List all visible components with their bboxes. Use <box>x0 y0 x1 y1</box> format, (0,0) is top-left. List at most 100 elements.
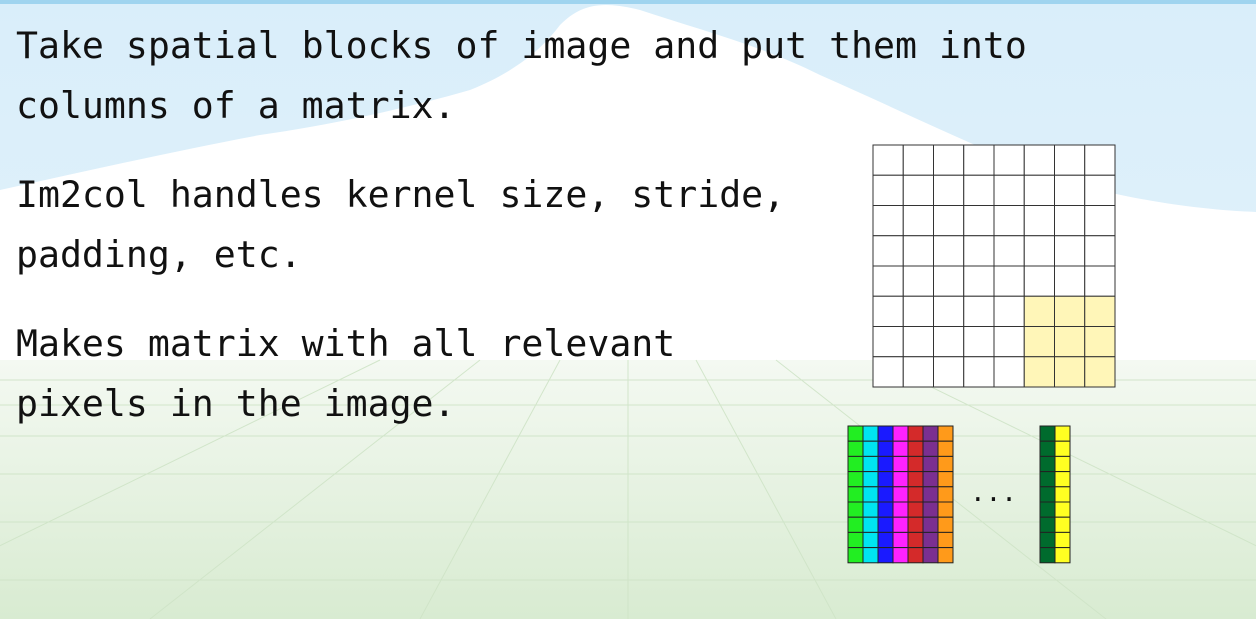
grid-cell <box>993 295 1025 327</box>
paragraph-im2col: Im2col handles kernel size, stride,paddi… <box>16 165 785 285</box>
matrix-cell <box>922 531 939 549</box>
matrix-cell <box>877 531 894 549</box>
matrix-columns <box>847 425 1071 564</box>
top-border <box>0 0 1256 4</box>
highlighted-cell <box>1054 295 1086 327</box>
grid-cell <box>1054 235 1086 267</box>
matrix-cell <box>907 440 924 457</box>
grid-cell <box>933 144 965 176</box>
matrix-cell <box>847 531 864 549</box>
matrix-cell <box>877 440 894 457</box>
text-line: padding, etc. <box>16 233 302 276</box>
matrix-cell <box>907 547 924 564</box>
grid-cell <box>902 265 934 297</box>
matrix-cell <box>1039 486 1056 503</box>
matrix-cell <box>922 471 939 488</box>
matrix-cell <box>937 516 954 533</box>
grid-cell <box>1054 205 1086 237</box>
text-line: Take spatial blocks of image and put the… <box>16 24 1027 67</box>
matrix-cell <box>892 501 909 518</box>
matrix-cell <box>877 425 894 442</box>
matrix-cell <box>922 440 939 457</box>
grid-cell <box>963 235 995 267</box>
grid-cell <box>933 326 965 358</box>
highlighted-cell <box>1084 326 1116 358</box>
matrix-cell <box>847 455 864 473</box>
matrix-cell <box>1039 455 1056 473</box>
grid-cell <box>902 326 934 358</box>
grid-cell <box>902 295 934 327</box>
matrix-cell <box>937 486 954 503</box>
matrix-cell <box>847 547 864 564</box>
matrix-cell <box>892 471 909 488</box>
matrix-cell <box>877 486 894 503</box>
matrix-cell <box>907 425 924 442</box>
highlighted-cell <box>1084 356 1116 388</box>
matrix-cell <box>907 501 924 518</box>
grid-cell <box>963 144 995 176</box>
matrix-cell <box>937 440 954 457</box>
text-line: columns of a matrix. <box>16 84 456 127</box>
matrix-cell <box>907 531 924 549</box>
matrix-cell <box>1054 440 1071 457</box>
matrix-cell <box>877 547 894 564</box>
matrix-cell <box>937 471 954 488</box>
grid-cell <box>993 326 1025 358</box>
grid-cell <box>1023 144 1055 176</box>
matrix-cell <box>1054 425 1071 442</box>
grid-cell <box>1023 174 1055 206</box>
grid-cell <box>963 205 995 237</box>
matrix-cell <box>862 531 879 549</box>
matrix-cell <box>877 471 894 488</box>
matrix-cell <box>907 516 924 533</box>
grid-cell <box>872 265 904 297</box>
matrix-cell <box>922 501 939 518</box>
matrix-cell <box>892 455 909 473</box>
grid-cell <box>993 235 1025 267</box>
matrix-cell <box>1039 440 1056 457</box>
grid-cell <box>1054 174 1086 206</box>
matrix-cell <box>937 501 954 518</box>
grid-cell <box>872 205 904 237</box>
matrix-cell <box>937 425 954 442</box>
grid-cell <box>1023 265 1055 297</box>
matrix-cell <box>862 455 879 473</box>
highlighted-cell <box>1023 326 1055 358</box>
matrix-cell <box>937 455 954 473</box>
matrix-cell <box>937 531 954 549</box>
grid-cell <box>902 205 934 237</box>
grid-cell <box>933 356 965 388</box>
grid-cell <box>963 356 995 388</box>
grid-cell <box>1084 205 1116 237</box>
grid-cell <box>963 174 995 206</box>
matrix-cell <box>1039 547 1056 564</box>
matrix-cell <box>1039 516 1056 533</box>
matrix-cell <box>1054 516 1071 533</box>
matrix-cell <box>922 425 939 442</box>
grid-cell <box>1084 144 1116 176</box>
highlighted-cell <box>1023 356 1055 388</box>
matrix-cell <box>1039 531 1056 549</box>
grid-cell <box>1084 235 1116 267</box>
grid-cell <box>1023 205 1055 237</box>
matrix-cell <box>892 547 909 564</box>
matrix-cell <box>862 501 879 518</box>
matrix-cell <box>922 516 939 533</box>
matrix-cell <box>1054 486 1071 503</box>
grid-cell <box>872 235 904 267</box>
matrix-cell <box>1039 425 1056 442</box>
grid-cell <box>1054 144 1086 176</box>
grid-cell <box>933 174 965 206</box>
highlighted-cell <box>1084 295 1116 327</box>
matrix-cell <box>877 455 894 473</box>
grid-cell <box>1023 235 1055 267</box>
paragraph-spatial-blocks: Take spatial blocks of image and put the… <box>16 16 1027 136</box>
grid-cell <box>933 235 965 267</box>
image-grid <box>872 144 1116 388</box>
matrix-cell <box>862 425 879 442</box>
matrix-cell <box>1054 455 1071 473</box>
grid-cell <box>872 326 904 358</box>
matrix-cell <box>1054 531 1071 549</box>
matrix-cell <box>862 486 879 503</box>
